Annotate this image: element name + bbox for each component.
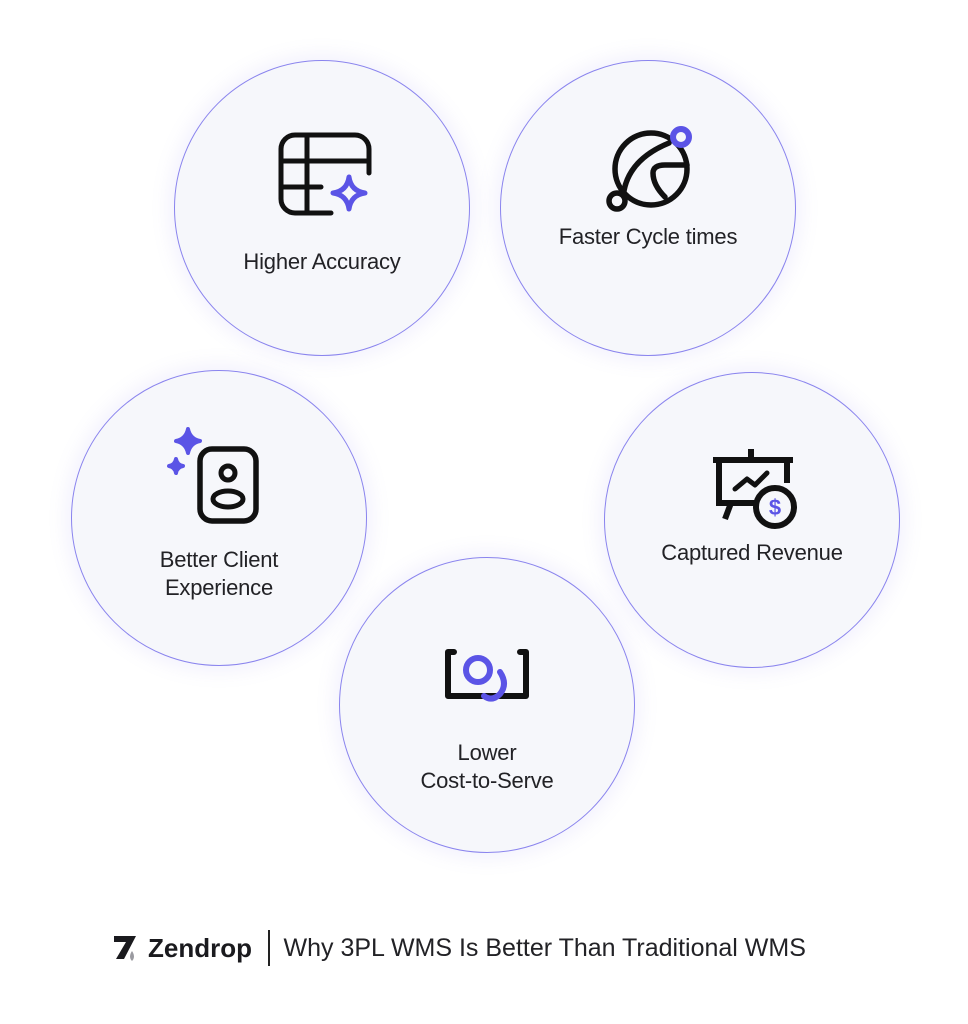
orbit-globe-icon — [606, 126, 692, 212]
zendrop-logo-icon — [114, 936, 136, 961]
benefit-label: Lower Cost-to-Serve — [340, 739, 634, 795]
benefit-circle-captured-revenue: $ Captured Revenue — [604, 372, 900, 668]
benefit-circle-higher-accuracy: Higher Accuracy — [174, 60, 470, 356]
footer: Zendrop Why 3PL WMS Is Better Than Tradi… — [112, 928, 806, 968]
brand-name: Zendrop — [148, 932, 252, 963]
benefit-label-line2: Cost-to-Serve — [420, 768, 554, 793]
benefit-circle-faster-cycle-times: Faster Cycle times — [500, 60, 796, 356]
presentation-dollar-icon: $ — [713, 449, 797, 529]
benefit-label-line1: Lower — [457, 740, 517, 765]
footer-divider — [268, 930, 270, 966]
benefit-label: Higher Accuracy — [243, 249, 401, 274]
svg-text:$: $ — [769, 495, 781, 520]
bracket-coins-icon — [445, 649, 529, 702]
benefit-label-line1: Better Client — [159, 547, 279, 572]
table-sparkle-icon — [278, 132, 372, 216]
footer-title: Why 3PL WMS Is Better Than Traditional W… — [283, 933, 806, 962]
benefit-label-line2: Experience — [164, 575, 274, 600]
client-badge-sparkle-icon — [167, 427, 259, 524]
benefit-circle-better-client-experience: Better Client Experience — [71, 370, 367, 666]
benefit-label: Faster Cycle times — [558, 224, 738, 249]
benefit-label: Better Client Experience — [72, 546, 366, 602]
benefit-label: Captured Revenue — [661, 540, 843, 565]
benefit-circle-lower-cost-to-serve: Lower Cost-to-Serve — [339, 557, 635, 853]
